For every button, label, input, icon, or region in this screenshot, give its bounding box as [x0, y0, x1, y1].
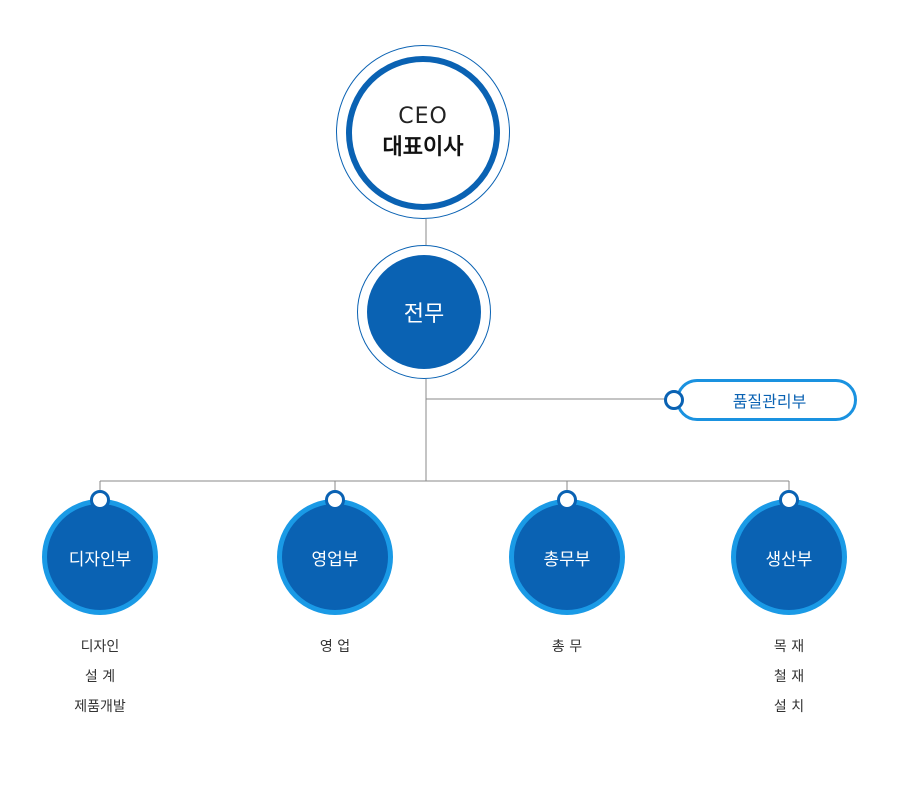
task-item: 디자인	[80, 639, 120, 655]
task-item: 설 계	[84, 669, 116, 685]
task-item: 목 재	[773, 639, 805, 655]
department-node-sales: 영업부	[277, 499, 393, 615]
department-task-list: 목 재 철 재 설 치	[709, 632, 869, 722]
department-node-production: 생산부	[731, 499, 847, 615]
department-node-design: 디자인부	[42, 499, 158, 615]
department-task-list: 총 무	[487, 632, 647, 662]
department-task-list: 디자인 설 계 제품개발	[20, 632, 180, 722]
task-item: 철 재	[773, 669, 805, 685]
task-item: 설 치	[773, 699, 805, 715]
department-label: 총무부	[543, 549, 591, 570]
ceo-title-en: CEO	[398, 104, 448, 129]
task-item: 영 업	[319, 639, 351, 655]
quality-connector-dot	[664, 390, 684, 410]
department-node-general-affairs: 총무부	[509, 499, 625, 615]
executive-label: 전무	[403, 302, 445, 327]
department-label: 영업부	[311, 549, 359, 570]
quality-department-label: 품질관리부	[732, 392, 807, 411]
task-item: 제품개발	[74, 699, 126, 715]
department-connector-dot	[325, 490, 345, 510]
department-connector-dot	[90, 490, 110, 510]
executive-node: 전무	[367, 255, 481, 369]
task-item: 총 무	[551, 639, 583, 655]
department-task-list: 영 업	[255, 632, 415, 662]
department-connector-dot	[557, 490, 577, 510]
ceo-title-ko: 대표이사	[382, 135, 464, 160]
department-label: 생산부	[765, 549, 813, 570]
department-connector-dot	[779, 490, 799, 510]
ceo-node: CEO 대표이사	[346, 56, 500, 210]
quality-department-node: 품질관리부	[676, 379, 857, 421]
department-label: 디자인부	[68, 549, 132, 570]
